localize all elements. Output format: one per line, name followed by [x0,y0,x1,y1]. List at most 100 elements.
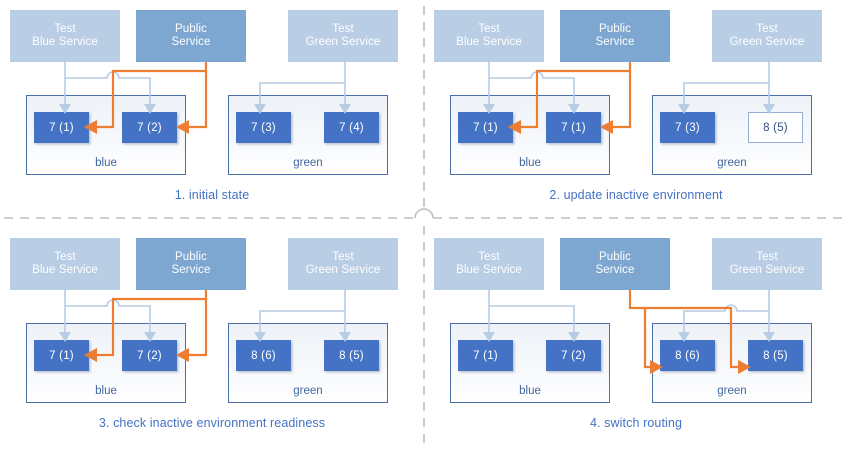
arrowhead-testblue-blue2 [144,104,156,114]
divider-crossing-hop [414,208,434,219]
wire-testgreen-to-green1 [683,82,769,105]
public-service-box: Public Service [136,238,246,290]
arrowhead-public-blue2 [176,348,189,362]
arrowhead-public-blue2 [176,120,189,134]
arrowhead-testblue-blue1 [483,332,495,342]
test-green-service-box: Test Green Service [288,10,398,62]
test-blue-service-line2: Blue Service [456,264,522,276]
panel-1-connectors [59,62,351,134]
test-blue-service-box: Test Blue Service [434,238,544,290]
arrowhead-testblue-blue1 [483,104,495,114]
wire-testgreen-to-green1 [683,304,769,333]
instance-green-1: 7 (3) [660,112,715,143]
wire-public-to-blue2 [612,71,632,129]
public-service-box: Public Service [136,10,246,62]
wire-testgreen-to-green1 [259,310,345,333]
arrowhead-public-blue2 [600,120,613,134]
panel-4-connectors [483,290,775,374]
test-green-service-line2: Green Service [729,36,805,48]
panel-3-connectors [59,290,351,362]
test-blue-service-line2: Blue Service [32,36,98,48]
instance-blue-1: 7 (1) [34,112,89,143]
arrowhead-public-blue1 [508,120,521,134]
wire-testgreen-to-green1 [259,82,345,105]
panel-1-initial-state: Test Blue Service Public Service Test Gr… [0,0,424,228]
wire-public-to-green2 [645,306,738,369]
wire-public-to-blue2 [188,299,208,357]
arrowhead-testgreen-green2 [339,332,351,342]
public-service-line2: Service [171,36,211,48]
environment-green-label: green [293,157,323,169]
test-blue-service-line2: Blue Service [32,264,98,276]
instance-blue-2: 7 (2) [546,340,601,371]
instance-blue-2: 7 (2) [122,112,177,143]
test-blue-service-line1: Test [54,22,76,35]
instance-blue-1: 7 (1) [34,340,89,371]
environment-blue-label: blue [95,157,117,169]
public-service-box: Public Service [560,238,670,290]
panel-2-caption: 2. update inactive environment [549,188,723,202]
public-service-line2: Service [595,36,635,48]
test-green-service-line2: Green Service [305,264,381,276]
instance-green-2: 8 (5) [748,340,803,371]
test-blue-service-box: Test Blue Service [10,238,120,290]
public-service-line2: Service [595,264,635,276]
arrowhead-public-green2 [738,360,751,374]
arrowhead-testblue-blue1 [59,332,71,342]
environment-green-label: green [717,157,747,169]
test-green-service-box: Test Green Service [712,10,822,62]
arrowhead-public-blue1 [84,348,97,362]
arrowhead-testblue-blue2 [144,332,156,342]
arrowhead-testgreen-green1 [254,332,266,342]
instance-blue-1: 7 (1) [458,340,513,371]
instance-green-2: 8 (5) [748,112,803,143]
public-service-line1: Public [175,22,207,35]
instance-green-1: 8 (6) [660,340,715,371]
test-blue-service-line1: Test [478,250,500,263]
public-service-line1: Public [599,22,631,35]
public-service-line2: Service [171,264,211,276]
arrowhead-testgreen-green2 [763,104,775,114]
public-service-line1: Public [175,250,207,263]
environment-blue-label: blue [519,385,541,397]
wire-testblue-to-blue2 [489,305,575,333]
test-green-service-line1: Test [332,22,354,35]
wire-public-to-blue1 [96,290,208,357]
instance-green-2: 8 (5) [324,340,379,371]
instance-green-1: 7 (3) [236,112,291,143]
public-service-line1: Public [599,250,631,263]
arrowhead-testgreen-green2 [763,332,775,342]
panel-2-connectors [483,62,775,134]
test-blue-service-line1: Test [478,22,500,35]
panel-3-check-inactive-environment-readiness: Test Blue Service Public Service Test Gr… [0,228,424,456]
instance-green-2: 7 (4) [324,112,379,143]
wire-public-to-blue1 [96,62,208,129]
test-green-service-line2: Green Service [729,264,805,276]
instance-green-1: 8 (6) [236,340,291,371]
arrowhead-testblue-blue2 [568,332,580,342]
arrowhead-testgreen-green2 [339,104,351,114]
panel-1-caption: 1. initial state [174,188,250,202]
arrowhead-public-green1 [650,360,663,374]
arrowhead-testblue-blue2 [568,104,580,114]
test-blue-service-box: Test Blue Service [434,10,544,62]
test-green-service-line1: Test [332,250,354,263]
test-green-service-line2: Green Service [305,36,381,48]
test-blue-service-box: Test Blue Service [10,10,120,62]
arrowhead-public-blue1 [84,120,97,134]
panel-4-switch-routing: Test Blue Service Public Service Test Gr… [424,228,848,456]
test-green-service-line1: Test [756,22,778,35]
test-blue-service-line2: Blue Service [456,36,522,48]
arrowhead-testgreen-green1 [678,104,690,114]
environment-green-label: green [293,385,323,397]
arrowhead-testgreen-green1 [678,332,690,342]
environment-green-label: green [717,385,747,397]
wire-public-to-blue1 [520,62,632,129]
wire-public-to-blue2 [188,71,208,129]
panel-3-caption: 3. check inactive environment readiness [98,416,326,430]
public-service-box: Public Service [560,10,670,62]
test-blue-service-line1: Test [54,250,76,263]
environment-blue-label: blue [519,157,541,169]
